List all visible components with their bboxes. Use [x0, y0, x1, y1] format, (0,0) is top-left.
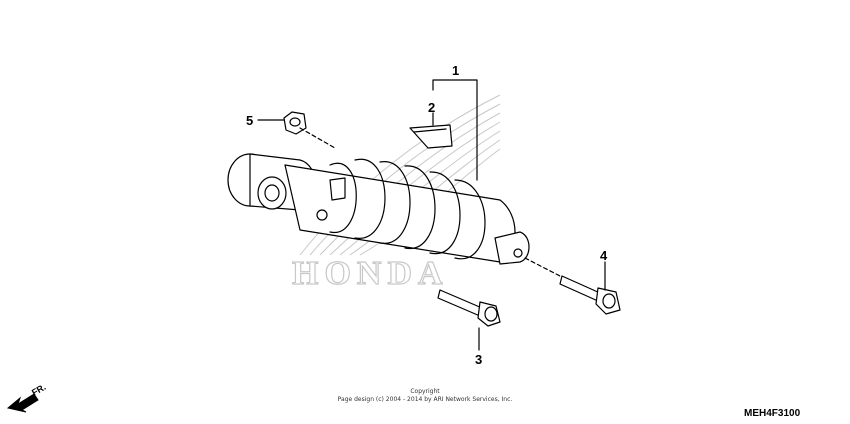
callout-4[interactable]: 4 — [600, 248, 608, 263]
leader-lines — [257, 79, 606, 351]
rear-shock-absorber[interactable] — [227, 153, 530, 265]
copyright-line-2: Page design (c) 2004 - 2014 by ARI Netwo… — [338, 396, 513, 403]
callout-1[interactable]: 1 — [452, 63, 459, 78]
callout-3[interactable]: 3 — [475, 352, 482, 367]
direction-label: FR. — [30, 382, 48, 398]
nut-guide-line — [299, 127, 336, 149]
copyright-line-1: Copyright — [410, 388, 440, 395]
honda-wordmark-watermark: HONDA — [292, 255, 449, 292]
front-direction-arrow-icon — [6, 393, 39, 413]
callout-5[interactable]: 5 — [246, 113, 253, 128]
lower-mount-bolt-right[interactable] — [559, 275, 621, 315]
callout-2[interactable]: 2 — [428, 100, 435, 115]
bolt-guide-line — [524, 257, 561, 277]
lower-mount-bolt-left[interactable] — [437, 289, 501, 327]
upper-mount-nut[interactable] — [283, 111, 307, 135]
shock-label-sticker[interactable] — [409, 124, 453, 149]
diagram-code: MEH4F3100 — [744, 408, 801, 419]
